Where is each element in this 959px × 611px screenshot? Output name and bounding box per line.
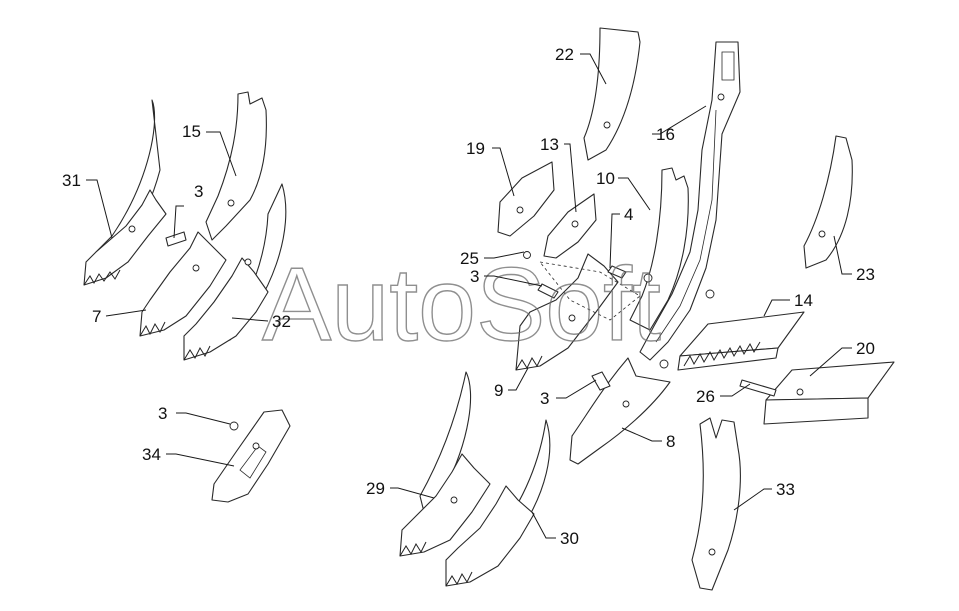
callout-15: 15 [182, 122, 201, 141]
part-34 [211, 409, 291, 503]
callout-33: 33 [776, 480, 795, 499]
callout-10: 10 [596, 169, 615, 188]
part-31 [83, 99, 167, 286]
callout-29: 29 [366, 479, 385, 498]
screw-3-lower [229, 421, 239, 431]
part-22 [583, 27, 641, 161]
part-20 [763, 361, 895, 425]
part-8 [569, 357, 671, 465]
callout-30: 30 [560, 529, 579, 548]
part-15 [205, 91, 267, 241]
callout-9: 9 [494, 381, 503, 400]
watermark-text: AutoSoft [262, 247, 661, 363]
bolt-26 [739, 379, 777, 397]
hardware-cluster [523, 251, 715, 369]
callout-19: 19 [466, 139, 485, 158]
part-10 [629, 167, 689, 331]
part-32 [183, 183, 287, 361]
callout-3-lower: 3 [158, 404, 167, 423]
callout-3-center: 3 [540, 389, 549, 408]
leader-lines [86, 53, 852, 539]
callout-labels: 31 15 3 7 32 22 19 13 16 10 4 25 3 23 14… [62, 45, 875, 548]
callout-16: 16 [656, 125, 675, 144]
callout-26: 26 [696, 387, 715, 406]
callout-14: 14 [794, 291, 813, 310]
callout-20: 20 [856, 339, 875, 358]
callout-34: 34 [142, 445, 161, 464]
screw-3-left [165, 231, 187, 247]
part-13 [543, 193, 597, 259]
part-33 [691, 417, 741, 591]
callout-25: 25 [460, 249, 479, 268]
part-7 [139, 231, 227, 337]
part-19 [497, 161, 555, 237]
part-23 [803, 135, 853, 269]
part-14 [677, 311, 805, 371]
part-9 [515, 253, 641, 371]
callout-3-middle: 3 [470, 267, 479, 286]
callout-23: 23 [856, 265, 875, 284]
callout-7: 7 [92, 307, 101, 326]
screw-3-center [591, 371, 611, 391]
callout-4: 4 [624, 205, 633, 224]
callout-32: 32 [272, 312, 291, 331]
callout-13: 13 [540, 135, 559, 154]
callout-3-upper-left: 3 [194, 182, 203, 201]
part-29 [399, 371, 491, 557]
callout-22: 22 [555, 45, 574, 64]
part-30 [445, 419, 551, 587]
callout-31: 31 [62, 171, 81, 190]
part-16 [639, 41, 741, 361]
callout-8: 8 [666, 432, 675, 451]
